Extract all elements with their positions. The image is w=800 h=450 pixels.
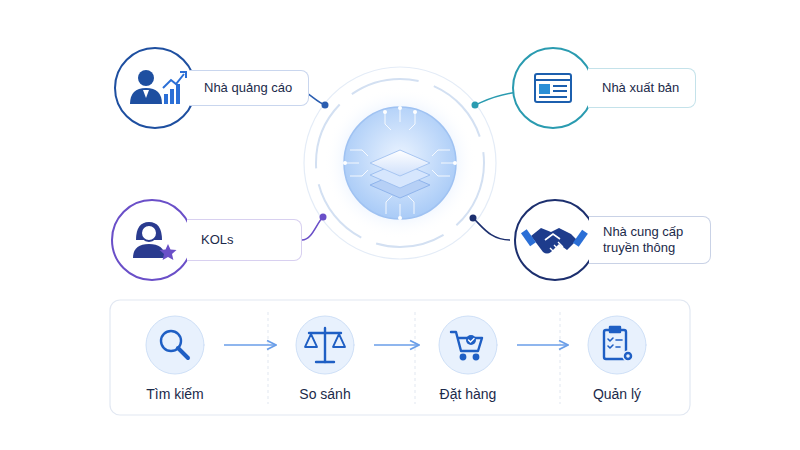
- process-step: Đặt hàng: [423, 315, 513, 410]
- actor-name: Nhà cung cấp truyền thông: [603, 224, 695, 257]
- step-name: Đặt hàng: [440, 386, 497, 402]
- step-icons: [146, 316, 646, 374]
- actor-label-box: Nhà cung cấp truyền thông: [589, 216, 711, 264]
- process-step: Tìm kiếm: [130, 315, 220, 410]
- actor-label-box: KOLs: [187, 219, 302, 261]
- flow-arrow: [374, 344, 419, 346]
- actor-label-box: Nhà xuất bản: [588, 68, 696, 108]
- step-name: Tìm kiếm: [146, 386, 204, 402]
- actor-label-box: Nhà quảng cáo: [190, 70, 309, 106]
- process-step: Quản lý: [572, 315, 662, 410]
- hub: [304, 67, 496, 259]
- process-step: So sánh: [280, 315, 370, 410]
- flow-arrow: [224, 344, 276, 346]
- actor-name: KOLs: [201, 232, 234, 248]
- process-panel: [110, 300, 690, 415]
- media-provider-icon: [515, 200, 595, 280]
- actor-name: Nhà quảng cáo: [204, 80, 292, 96]
- publisher-icon: [513, 48, 593, 128]
- step-name: Quản lý: [593, 386, 641, 402]
- flow-arrow: [517, 344, 568, 346]
- step-name: So sánh: [299, 386, 350, 402]
- advertiser-icon: [115, 48, 195, 128]
- actor-name: Nhà xuất bản: [602, 80, 679, 96]
- kol-icon: [112, 200, 192, 280]
